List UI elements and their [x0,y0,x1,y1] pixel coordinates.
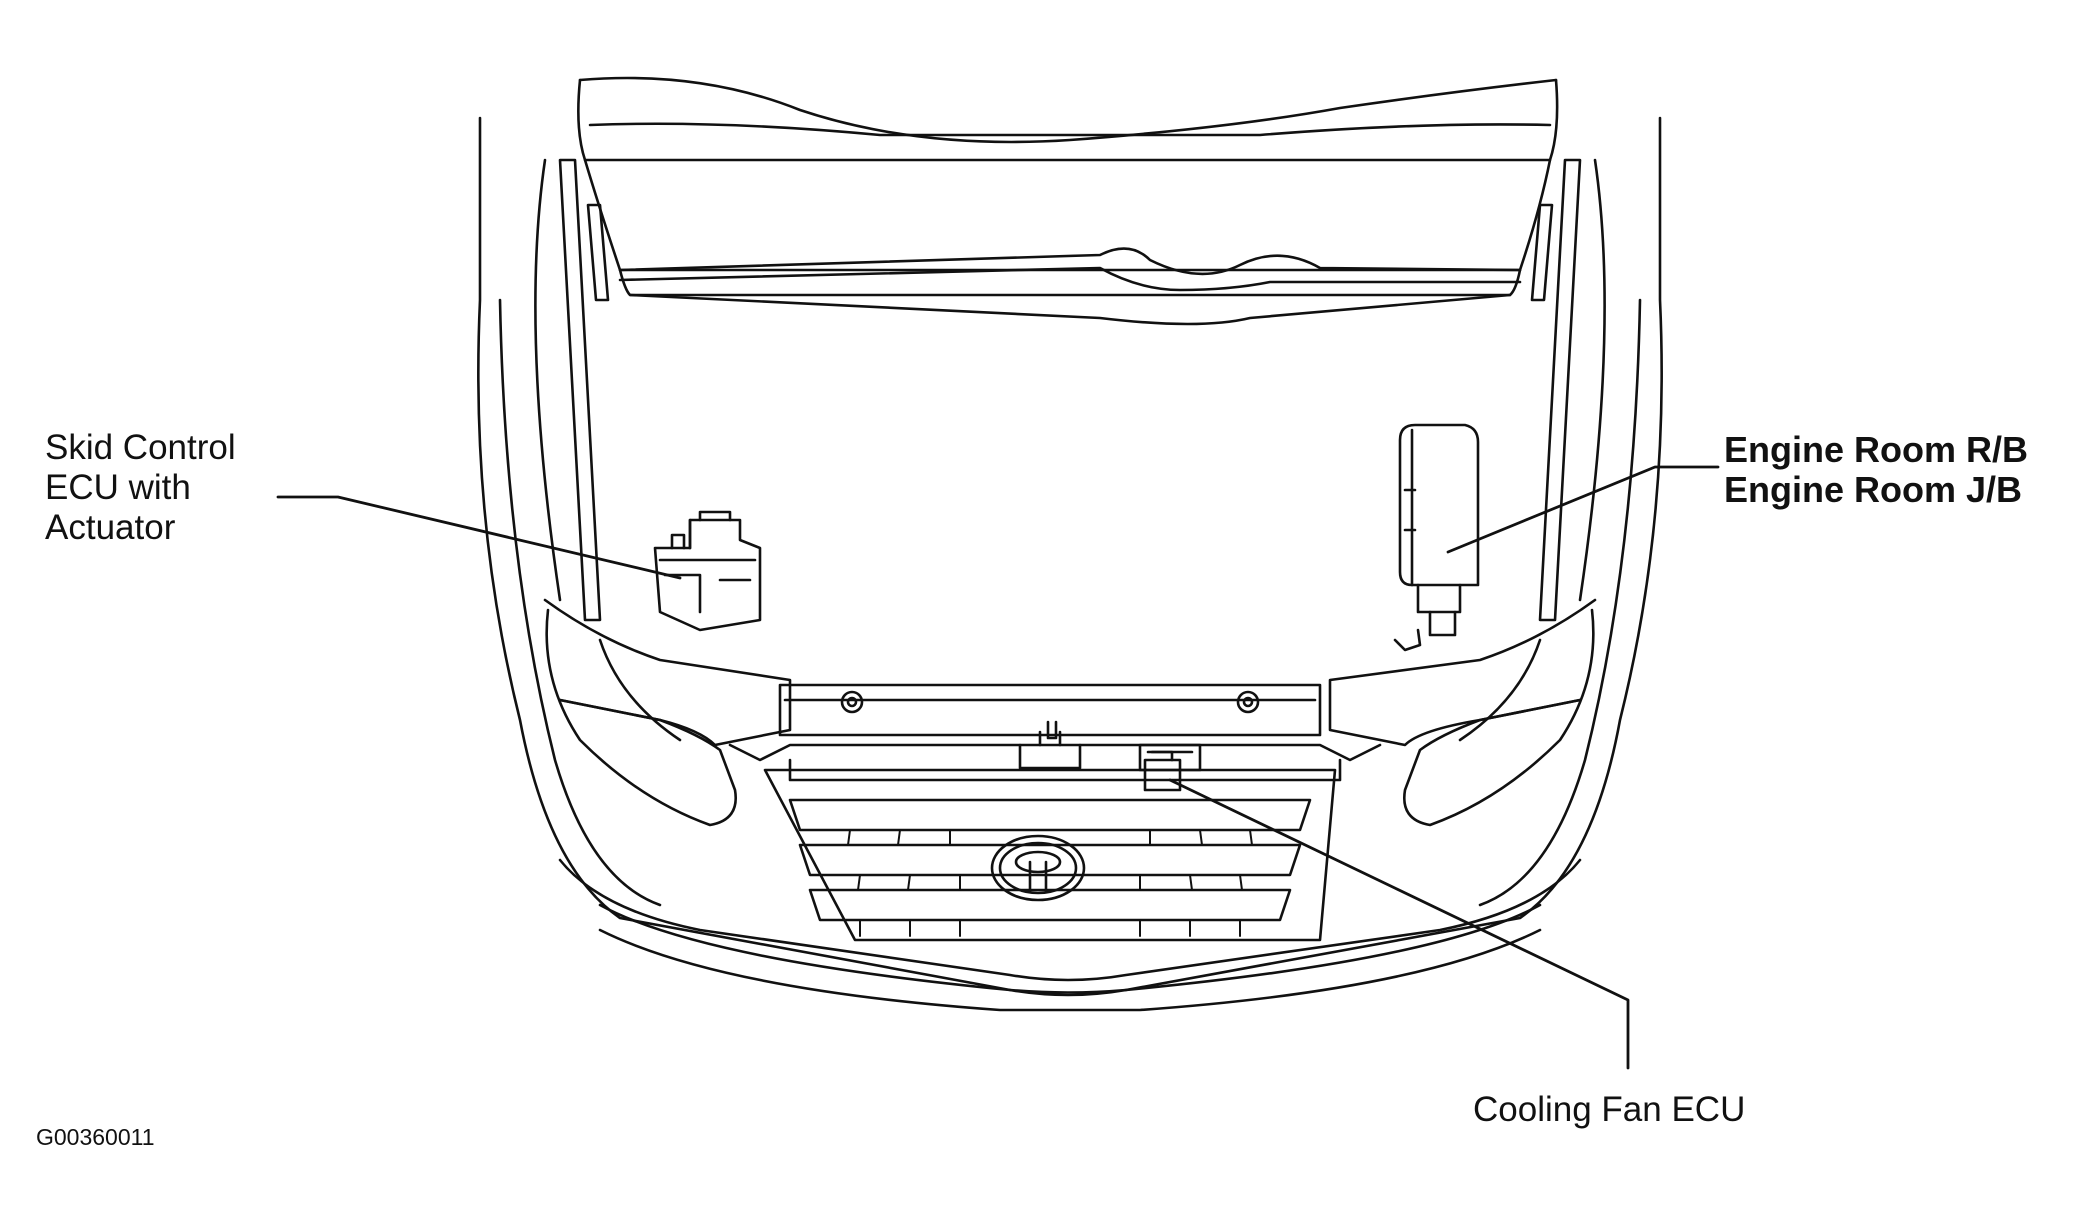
car-body-outline [477,116,1663,997]
engine-bay [543,598,1597,782]
hood-struts [534,158,1606,622]
front-bumper [598,903,1542,1012]
callout-engine-room-boxes: Engine Room R/B Engine Room J/B [1724,430,2028,510]
callout-cooling-fan-ecu: Cooling Fan ECU [1473,1090,1745,1130]
leader-line-cooling-fan [1168,778,1630,1070]
leader-line-skid-control [276,495,682,580]
callout-line: ECU with [45,468,191,507]
callout-line: Engine Room R/B [1724,429,2028,470]
callout-line: Actuator [45,508,176,547]
callout-skid-control-ecu: Skid Control ECU with Actuator [45,428,236,548]
headlights [545,608,1595,827]
callout-line: Skid Control [45,428,236,467]
leader-line-engine-room [1446,465,1720,554]
skid-control-ecu [653,510,762,632]
open-hood [577,76,1559,326]
engine-room-relay-box [1393,423,1480,652]
figure-id: G00360011 [36,1124,155,1150]
front-grille [763,768,1337,942]
cooling-fan-ecu [1143,750,1182,792]
callout-line: Engine Room J/B [1724,469,2023,510]
leader-lines [276,465,1720,1070]
callout-line: Cooling Fan ECU [1473,1090,1746,1129]
